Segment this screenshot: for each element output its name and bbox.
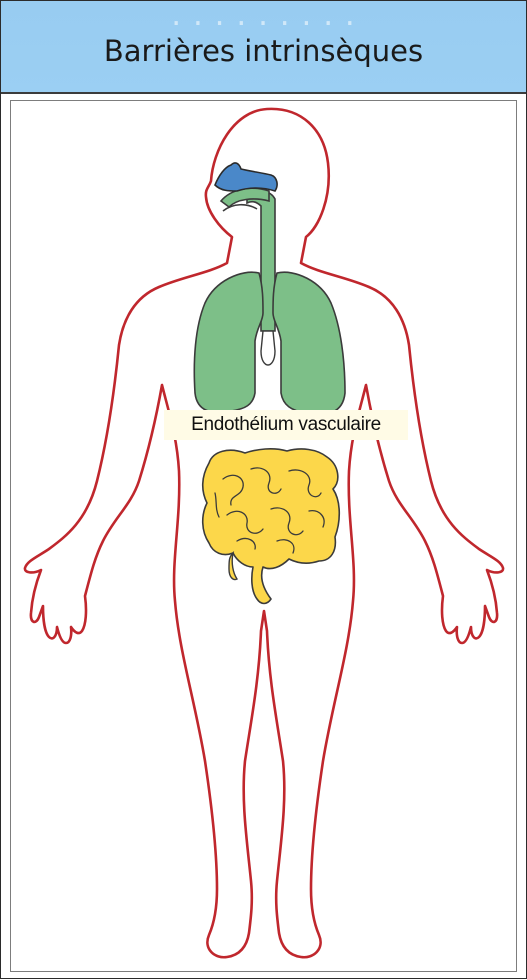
right-lung xyxy=(273,272,345,414)
bronchi xyxy=(261,331,275,365)
intestines xyxy=(203,449,340,604)
nasal-cavity xyxy=(215,163,277,191)
label-endothelium: Endothélium vasculaire xyxy=(164,410,408,440)
left-lung xyxy=(194,272,263,412)
